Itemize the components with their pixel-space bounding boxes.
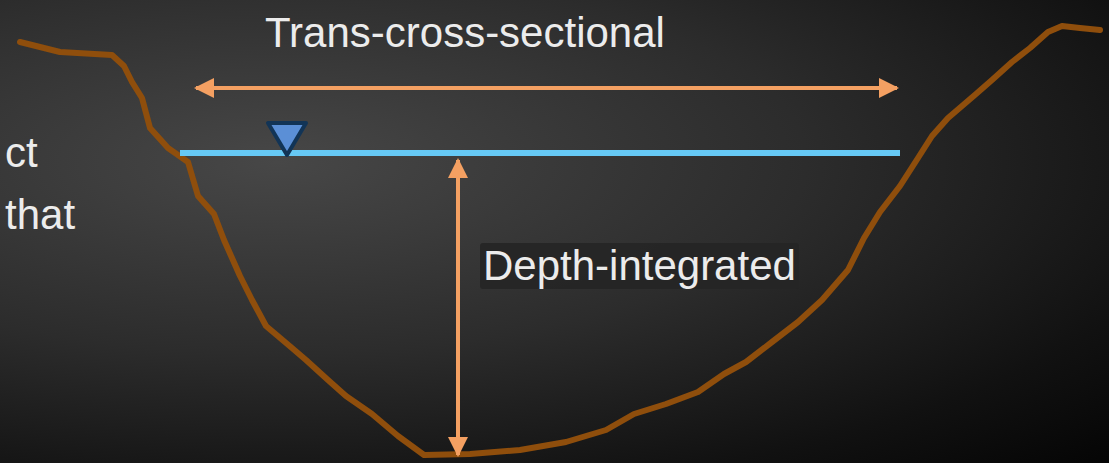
water-level-symbol <box>268 123 306 155</box>
width-arrow <box>196 86 897 90</box>
slide-text-fragment: ct <box>2 130 41 176</box>
channel-bed <box>20 26 1100 455</box>
slide-text-fragment: that <box>2 192 78 238</box>
axis-label: Trans-cross-sectional <box>262 10 668 56</box>
depth-arrow <box>456 160 460 455</box>
axis-label: Depth-integrated <box>480 243 799 289</box>
